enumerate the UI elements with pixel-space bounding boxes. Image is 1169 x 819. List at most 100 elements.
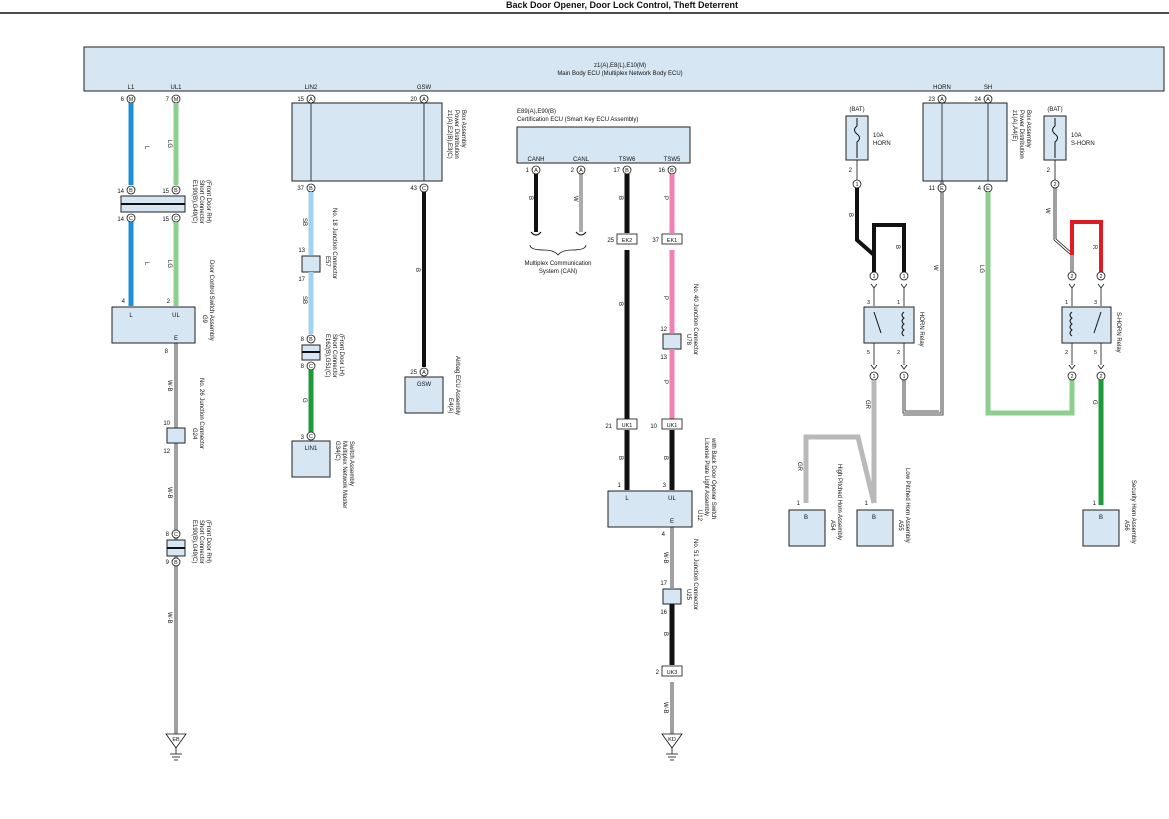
shorn-fuse-name: S-HORN <box>1071 141 1095 147</box>
wire-wb-col1 <box>174 343 178 735</box>
e190-c4-label: C <box>174 216 178 222</box>
shorn-relay-b1 <box>1067 371 1077 381</box>
door-control-circuit: L LG 14 B 15 B 14 C 15 C E190(B),G49(C) … <box>111 103 214 761</box>
horn-relay-t1-label: 1 <box>872 274 875 280</box>
shorn-relay-switch-icon <box>1093 311 1102 334</box>
wire-label-canh: B <box>527 196 533 200</box>
u12-pin-e: 4 <box>662 532 666 538</box>
e190-p3: 14 <box>117 217 124 223</box>
shorn-relay-chevron-1 <box>1068 283 1076 289</box>
g34-label: LIN1 <box>305 446 318 452</box>
wire-lg-sh <box>985 192 1075 416</box>
e190b-code: E190(B),G49(C) <box>191 520 197 563</box>
g34-desc2: Switch Assembly <box>348 441 354 486</box>
shorn-relay-chevron-3 <box>1068 364 1076 370</box>
u25-p1: 17 <box>660 581 667 587</box>
g34-c <box>306 431 316 441</box>
uk1-label-b: UK1 <box>667 423 678 429</box>
uk-n2: 10 <box>650 424 657 430</box>
e162-c1-label: B <box>309 337 313 343</box>
e57-code: E57 <box>324 256 330 267</box>
wire-gr-horns <box>803 380 877 504</box>
u12-desc2: with Back Door Opener Switch <box>710 437 716 519</box>
wire-wb-kd <box>670 682 674 735</box>
e190-p1: 14 <box>117 189 124 195</box>
e162-c1 <box>306 334 316 344</box>
pdb2-desc2: Box Assembly <box>1025 110 1031 148</box>
e190-c1-label: B <box>129 188 133 194</box>
u12-pin-ul: 3 <box>663 483 667 489</box>
pin-lin2-conn-label: A <box>309 97 313 103</box>
pin-gsw-label: GSW <box>417 85 432 91</box>
e162-desc: Short Connector <box>331 334 337 378</box>
wire-b-horn-bridge <box>872 223 906 272</box>
wire-label-lg-sh: LG <box>978 265 984 273</box>
horn-relay-chevron-4 <box>900 364 908 370</box>
main-ecu-pins: L1 UL1 LIN2 GSW HORN SH 6 M 7 M 15 A 20 … <box>121 85 993 104</box>
u12-l: L <box>625 496 629 502</box>
uk-n1: 21 <box>605 424 612 430</box>
e190-c2-label: B <box>174 188 178 194</box>
e190-c1 <box>126 185 136 195</box>
u12-code: U12 <box>696 510 702 522</box>
pdb2-c1-label: E <box>940 186 944 192</box>
shorn-relay <box>1061 306 1112 344</box>
e4-p: 25 <box>410 370 417 376</box>
a55-low-pitched-horn <box>856 509 894 547</box>
pin-sh-num: 24 <box>974 97 981 103</box>
pdb1-c2-label: C <box>422 186 426 192</box>
e57-desc: No. 18 Junction Connector <box>331 208 337 279</box>
horn-relay-b2 <box>899 371 909 381</box>
wire-canl-break <box>575 231 587 236</box>
g24-desc: No. 26 Junction Connector <box>198 378 204 449</box>
wire-label-gr2: GR <box>796 462 802 472</box>
pin-l1-label: L1 <box>128 85 135 91</box>
ground-kd-label: KD <box>668 737 676 743</box>
e190b-desc: Short Connector <box>198 520 204 564</box>
g9-desc: Door Control Switch Assembly <box>208 260 214 341</box>
cert-pin-canl: CANL <box>573 157 590 163</box>
horn-relay <box>863 306 915 344</box>
g24-p2: 12 <box>163 449 170 455</box>
pin-ul1-num: 7 <box>166 97 170 103</box>
wire-label-gr1: GR <box>864 400 870 410</box>
shorn-fuse-c-label: 2 <box>1053 182 1056 188</box>
e190-c3-label: C <box>129 216 133 222</box>
cert-conn-2-label: A <box>579 168 583 174</box>
main-ecu-name: Main Body ECU (Multiplex Network Body EC… <box>557 71 682 77</box>
horn-relay-chevron-3 <box>870 364 878 370</box>
horn-fuse-c-label: 1 <box>855 182 858 188</box>
pdb1-codes: z1(A),E2(B),E3(C) <box>446 110 452 159</box>
pdb2-c2-label: E <box>986 186 990 192</box>
e4-c-label: A <box>422 370 426 376</box>
e190b-c2 <box>171 557 181 567</box>
wire-label-tsw5: P <box>662 196 668 200</box>
g34-code: G34(C) <box>334 441 340 461</box>
g9-l: L <box>129 313 133 319</box>
wire-label-tsw5c: P <box>662 380 668 384</box>
can-brace <box>529 244 587 256</box>
wire-label-wb-kd: W-B <box>662 702 668 714</box>
wire-r-shorn <box>1070 220 1103 272</box>
shorn-relay-p3: 3 <box>1094 300 1097 306</box>
wire-label-horn-b1: B <box>847 213 853 217</box>
e162-code: E162(B),G51(C) <box>324 334 330 377</box>
horn-relay-t2 <box>899 271 909 281</box>
g9-pin-ul: 2 <box>167 299 171 305</box>
pin-l1-conn-label: M <box>129 97 134 103</box>
pin-gsw-num: 20 <box>410 97 417 103</box>
uk1-connector-a <box>616 418 638 430</box>
wire-label-r: R <box>1091 245 1097 250</box>
wire-label-tsw5b: P <box>662 296 668 300</box>
shorn-fuse-c <box>1050 179 1060 189</box>
shorn-relay-t1 <box>1067 271 1077 281</box>
wire-label-w-horn: W <box>932 265 938 271</box>
a56-security-horn <box>1082 509 1120 547</box>
wire-label-tsw5d: B <box>662 456 668 460</box>
wire-label-l2: L <box>143 262 149 266</box>
shorn-fuse-bat: (BAT) <box>1047 107 1062 113</box>
a54-code: A54 <box>829 520 835 531</box>
wire-label-g-security: G <box>1091 400 1097 405</box>
uk1-connector-b <box>661 418 683 430</box>
u78-p1: 12 <box>660 327 667 333</box>
